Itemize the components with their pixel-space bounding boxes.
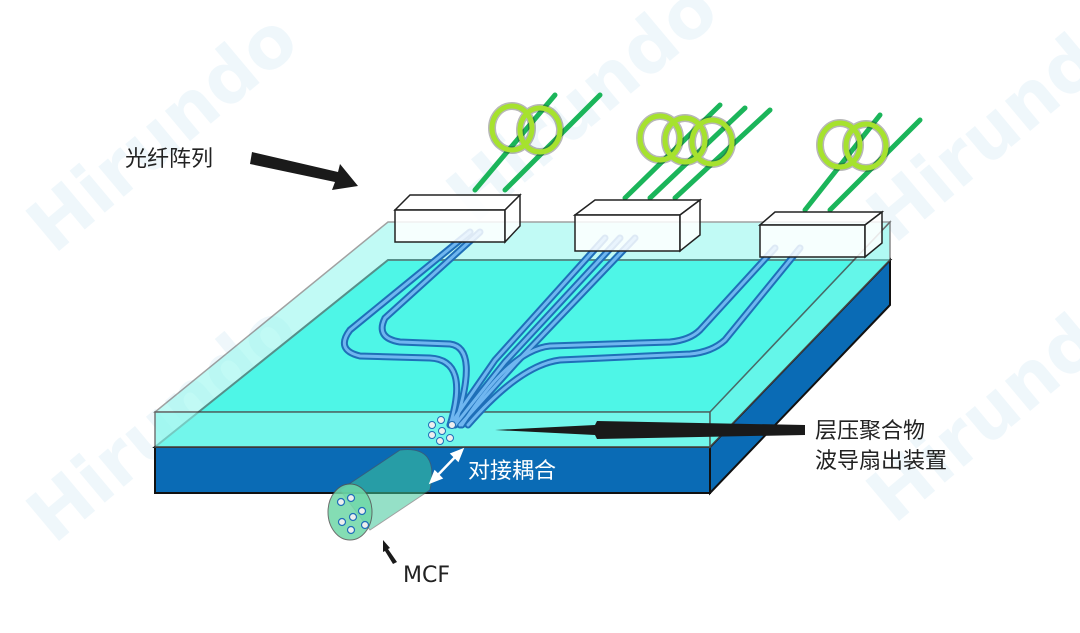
waveguides <box>340 228 804 429</box>
mcf-fiber <box>327 449 433 541</box>
device-arrow <box>495 421 805 439</box>
fiber-loops <box>488 102 890 172</box>
device-label-line1: 层压聚合物 <box>815 419 926 444</box>
mcf-arrow <box>383 540 397 564</box>
butt-coupling-label: 对接耦合 <box>468 459 557 484</box>
substrate-front <box>154 446 711 494</box>
fiber-array-arrow <box>250 152 358 190</box>
butt-coupling-arrow <box>428 447 465 485</box>
mcf-label: MCF <box>403 563 450 588</box>
fiber-array-label: 光纤阵列 <box>125 147 214 172</box>
waveguide-ends <box>428 416 456 445</box>
fiber-array-blocks <box>393 193 885 259</box>
device-label-line2: 波导扇出装置 <box>815 449 948 474</box>
